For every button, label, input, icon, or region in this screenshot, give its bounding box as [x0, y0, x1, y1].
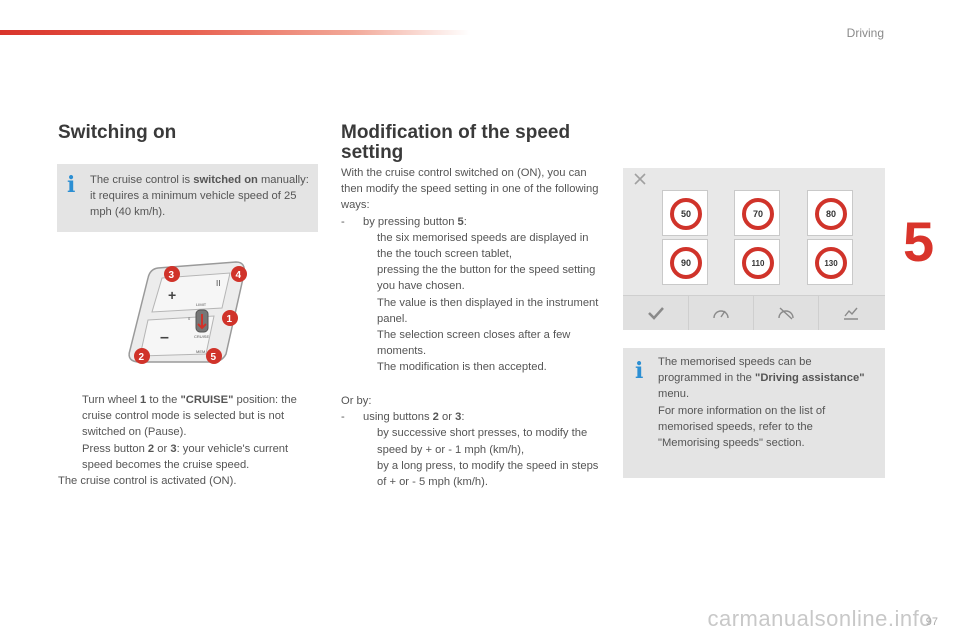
switching-on-heading: Switching on: [58, 122, 177, 143]
tab-speed-settings[interactable]: [688, 296, 754, 330]
substep-long-press: by a long press, to modify the speed in …: [377, 459, 599, 489]
or-by-label: Or by:: [341, 395, 372, 407]
checkmark-icon: [647, 307, 664, 320]
close-icon[interactable]: [633, 172, 647, 186]
memorised-speeds-info-text: The memorised speeds can be programmed i…: [658, 356, 865, 450]
switching-on-info-box: i The cruise control is switched on manu…: [57, 164, 318, 232]
tab-validate[interactable]: [623, 296, 689, 330]
chart-icon: [843, 307, 858, 320]
info-icon: i: [67, 172, 76, 198]
info-icon: i: [635, 358, 644, 384]
speed-button-70[interactable]: 70: [734, 190, 780, 236]
chapter-number: 5: [903, 210, 935, 273]
limit-label: LIMIT: [196, 302, 207, 307]
cruise-label: CRUISE: [194, 334, 209, 339]
tab-limiter[interactable]: [753, 296, 819, 330]
note-modification-accepted: The modification is then accepted.: [377, 361, 547, 374]
step-press-button: Press button 2 or 3: your vehicle's curr…: [82, 442, 289, 471]
svg-text:+: +: [168, 287, 176, 303]
activation-note: The cruise control is activated (ON).: [58, 475, 237, 488]
speedometer-crossed-icon: [777, 307, 794, 320]
svg-text:3: 3: [169, 270, 175, 281]
svg-text:4: 4: [236, 270, 242, 281]
modification-text: With the cruise control switched on (ON)…: [341, 165, 603, 376]
speed-button-130[interactable]: 130: [807, 239, 853, 285]
tab-statistics[interactable]: [818, 296, 883, 330]
switching-on-info-text: The cruise control is switched on manual…: [90, 174, 309, 219]
svg-text:II: II: [216, 279, 220, 288]
substep-memorised-displayed: the six memorised speeds are displayed i…: [377, 231, 589, 261]
step-turn-wheel: Turn wheel 1 to the "CRUISE" position: t…: [82, 394, 297, 439]
speed-button-80[interactable]: 80: [807, 190, 853, 236]
alternative-method-text: Or by: -using buttons 2 or 3: by success…: [341, 393, 603, 490]
substep-press-speed-button: pressing the the button for the speed se…: [377, 264, 596, 293]
note-screen-closes: The selection screen closes after a few …: [377, 329, 571, 358]
section-title: Driving: [846, 26, 884, 40]
svg-text:2: 2: [139, 352, 145, 363]
screen-bottom-bar: [623, 295, 885, 330]
minus-label: –: [160, 329, 169, 346]
speedometer-icon: [712, 310, 729, 319]
note-value-displayed: The value is then displayed in the instr…: [377, 296, 599, 325]
zero-label: 0: [188, 316, 191, 321]
method-press-button: -by pressing button 5:: [341, 215, 467, 228]
speed-button-50[interactable]: 50: [662, 190, 708, 236]
speed-selection-screen: 50 70 80 90 110 130: [623, 168, 885, 330]
svg-text:5: 5: [211, 352, 217, 363]
substep-short-press: by successive short presses, to modify t…: [377, 427, 588, 456]
speed-button-90[interactable]: 90: [662, 239, 708, 285]
page-number: 97: [925, 616, 938, 628]
switching-on-steps: Turn wheel 1 to the "CRUISE" position: t…: [58, 392, 320, 489]
method-using-buttons: -using buttons 2 or 3:: [341, 411, 465, 424]
mem-label: MEM: [196, 349, 205, 354]
steering-wheel-controls-illustration: + – II LIMIT 0 CRUISE MEM 3 4 1 2 5: [128, 261, 247, 364]
top-accent-bar: [0, 30, 470, 35]
svg-text:1: 1: [227, 314, 233, 325]
speed-button-110[interactable]: 110: [734, 239, 780, 285]
watermark: carmanualsonline.info: [707, 606, 932, 631]
memorised-speeds-info-box: i The memorised speeds can be programmed…: [623, 348, 885, 478]
modification-intro: With the cruise control switched on (ON)…: [341, 167, 599, 212]
